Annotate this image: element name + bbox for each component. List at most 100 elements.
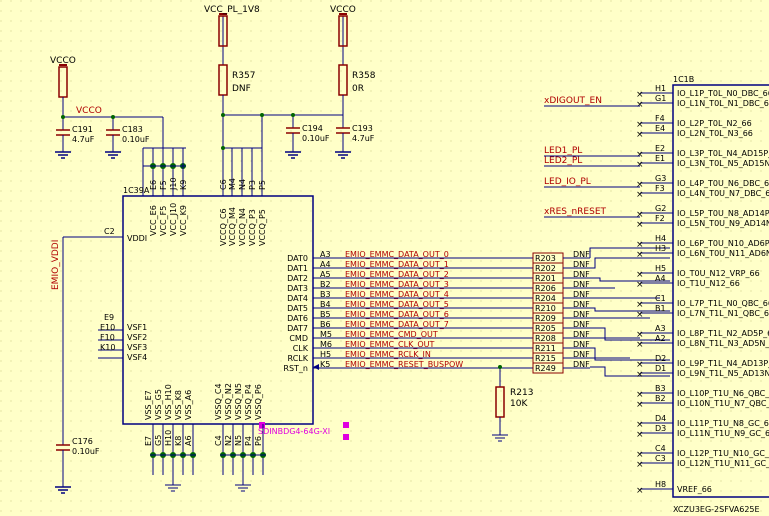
vssq-ball-label: P6	[254, 436, 263, 446]
series-resistor-ref: R208	[535, 334, 556, 343]
fpga-ref: 1C1B	[673, 75, 694, 84]
vssq-pin-name: VSSQ_N2	[224, 383, 233, 420]
vcc-junctions	[143, 148, 186, 196]
emmc-pin-dat3: DAT3	[287, 284, 308, 293]
series-resistor-value: DNF	[573, 280, 590, 289]
series-resistor-value: DNF	[573, 340, 590, 349]
route-wire	[589, 247, 670, 258]
vcc-pin-name: VCC_E6	[149, 205, 158, 236]
r357-ref: R357	[232, 71, 255, 81]
fpga-ball-label: H5	[655, 264, 666, 273]
emmc-ref: 1C39A	[123, 186, 150, 195]
r213-resistor	[492, 367, 508, 442]
vcc-ball-label: F5	[159, 180, 168, 190]
no-connect-icon: ×	[636, 330, 644, 340]
no-connect-icon: ×	[636, 120, 644, 130]
emmc-pins-group: E6VCC_E6F5VCC_F5J10VCC_J10K9VCC_K9C6VCCQ…	[98, 177, 670, 492]
fpga-bank-body[interactable]	[672, 84, 769, 498]
no-connect-icon: ×	[636, 300, 644, 310]
series-resistor-value: DNF	[573, 320, 590, 329]
fpga-pin-label: IO_L7P_T1L_N0_QBC_66	[677, 299, 769, 308]
route-wire	[590, 307, 670, 312]
series-resistor-ref: R215	[535, 354, 556, 363]
emmc-part-number: SDINBDG4-64G-XI	[258, 427, 330, 436]
junction-dot	[260, 113, 264, 117]
vss-ball-label: A6	[184, 435, 193, 446]
no-connect-icon: ×	[636, 150, 644, 160]
arrow-icon	[313, 364, 319, 370]
vsf-ball-label: F10	[100, 333, 115, 342]
c194-capacitor	[285, 127, 301, 159]
c193-value: 4.7uF	[352, 134, 375, 143]
no-connect-icon: ×	[636, 390, 644, 400]
c191-capacitor	[55, 129, 71, 159]
vcc-pin-name: VCC_K9	[179, 205, 188, 236]
emmc-ball-label: B2	[320, 280, 331, 289]
no-connect-icon: ×	[636, 360, 644, 370]
c183-ref: C183	[122, 125, 143, 134]
emmc-ball-label: A5	[320, 270, 331, 279]
emmc-pin-cmd: CMD	[289, 334, 308, 343]
no-connect-icon: ×	[636, 280, 644, 290]
series-resistor-ref: R249	[535, 364, 556, 373]
vss-pin-name: VSS_H10	[164, 384, 173, 420]
no-connect-icon: ×	[636, 160, 644, 170]
fpga-ball-label: F4	[655, 114, 665, 123]
selection-handle[interactable]	[259, 422, 265, 428]
r357-resistor	[218, 48, 228, 115]
fpga-ball-label: E1	[655, 154, 665, 163]
c191-value: 4.7uF	[72, 135, 95, 144]
signal-net-label: EMIO_EMMC_DATA_OUT_4	[345, 290, 449, 299]
emmc-chip-body[interactable]	[122, 195, 314, 425]
vss-pin-name: VSS_A6	[184, 390, 193, 420]
fpga-pin-label: IO_L4N_T0U_N7_DBC_66	[677, 189, 769, 198]
fpga-pin-label: IO_L6N_T0U_N11_AD6N_66	[677, 249, 769, 258]
fpga-ball-label: C4	[655, 444, 666, 453]
emmc-ball-label: B6	[320, 320, 331, 329]
route-wire	[590, 277, 670, 282]
emmc-ball-label: A3	[320, 250, 331, 259]
series-resistor-value: DNF	[573, 310, 590, 319]
r358-value: 0R	[352, 84, 364, 94]
series-resistor-ref: R204	[535, 294, 556, 303]
vsf-ball-label: E9	[104, 313, 114, 322]
signal-net-label: EMIO_EMMC_CMD_OUT	[345, 330, 438, 339]
vccq-pin-name: VCCQ_M4	[228, 207, 237, 246]
fpga-pin-label: IO_L1N_T0L_N1_DBC_66	[677, 99, 769, 108]
series-resistor-value: DNF	[573, 350, 590, 359]
no-connect-icon: ×	[636, 250, 644, 260]
no-connect-icon: ×	[636, 270, 644, 280]
selection-handle[interactable]	[343, 422, 349, 428]
selection-handle[interactable]	[343, 434, 349, 440]
net-xres-nreset: xRES_nRESET	[544, 207, 607, 217]
vsf-pin-name: VSF1	[127, 323, 147, 332]
vss-ball-label: E7	[144, 436, 153, 446]
vccq-ball-label: M4	[228, 178, 237, 190]
fpga-part-number: XCZU3EG-2SFVA625E	[673, 505, 760, 514]
signal-net-label: EMIO_EMMC_DATA_OUT_7	[345, 320, 449, 329]
vccq-ball-label: P5	[258, 180, 267, 190]
fpga-pin-label: IO_T0U_N12_VRP_66	[677, 269, 760, 278]
series-resistor-value: DNF	[573, 250, 590, 259]
series-resistor-ref: R211	[535, 344, 556, 353]
fpga-pin-label: IO_L3P_T0L_N4_AD15P_66	[677, 149, 769, 158]
fpga-ball-label: D4	[655, 414, 666, 423]
fpga-ball-label: D2	[655, 354, 666, 363]
emmc-pin-dat1: DAT1	[287, 264, 308, 273]
emmc-pin-dat2: DAT2	[287, 274, 308, 283]
fpga-ball-label: D3	[655, 424, 666, 433]
power-vcco-top	[338, 13, 348, 48]
vssq-pin-name: VSSQ_P6	[254, 384, 263, 420]
fpga-pin-label: IO_L9N_T1L_N5_AD13N_66	[677, 369, 769, 378]
net-led-io: LED_IO_PL	[544, 177, 591, 187]
no-connect-icon: ×	[636, 240, 644, 250]
signal-net-label: EMIO_EMMC_DATA_OUT_1	[345, 260, 449, 269]
fpga-pin-label: IO_L12P_T1U_N10_GC_66	[677, 449, 769, 458]
fpga-pin-label: IO_L2N_T0L_N3_66	[677, 129, 753, 138]
vddi-ball: C2	[104, 227, 115, 236]
vccq-pin-name: VCCQ_N4	[238, 208, 247, 246]
fpga-pin-label: IO_L8N_T1L_N3_AD5N_66	[677, 339, 769, 348]
emmc-ball-label: B5	[320, 310, 331, 319]
fpga-ball-label: G2	[655, 204, 666, 213]
vss-ball-label: K8	[174, 436, 183, 446]
